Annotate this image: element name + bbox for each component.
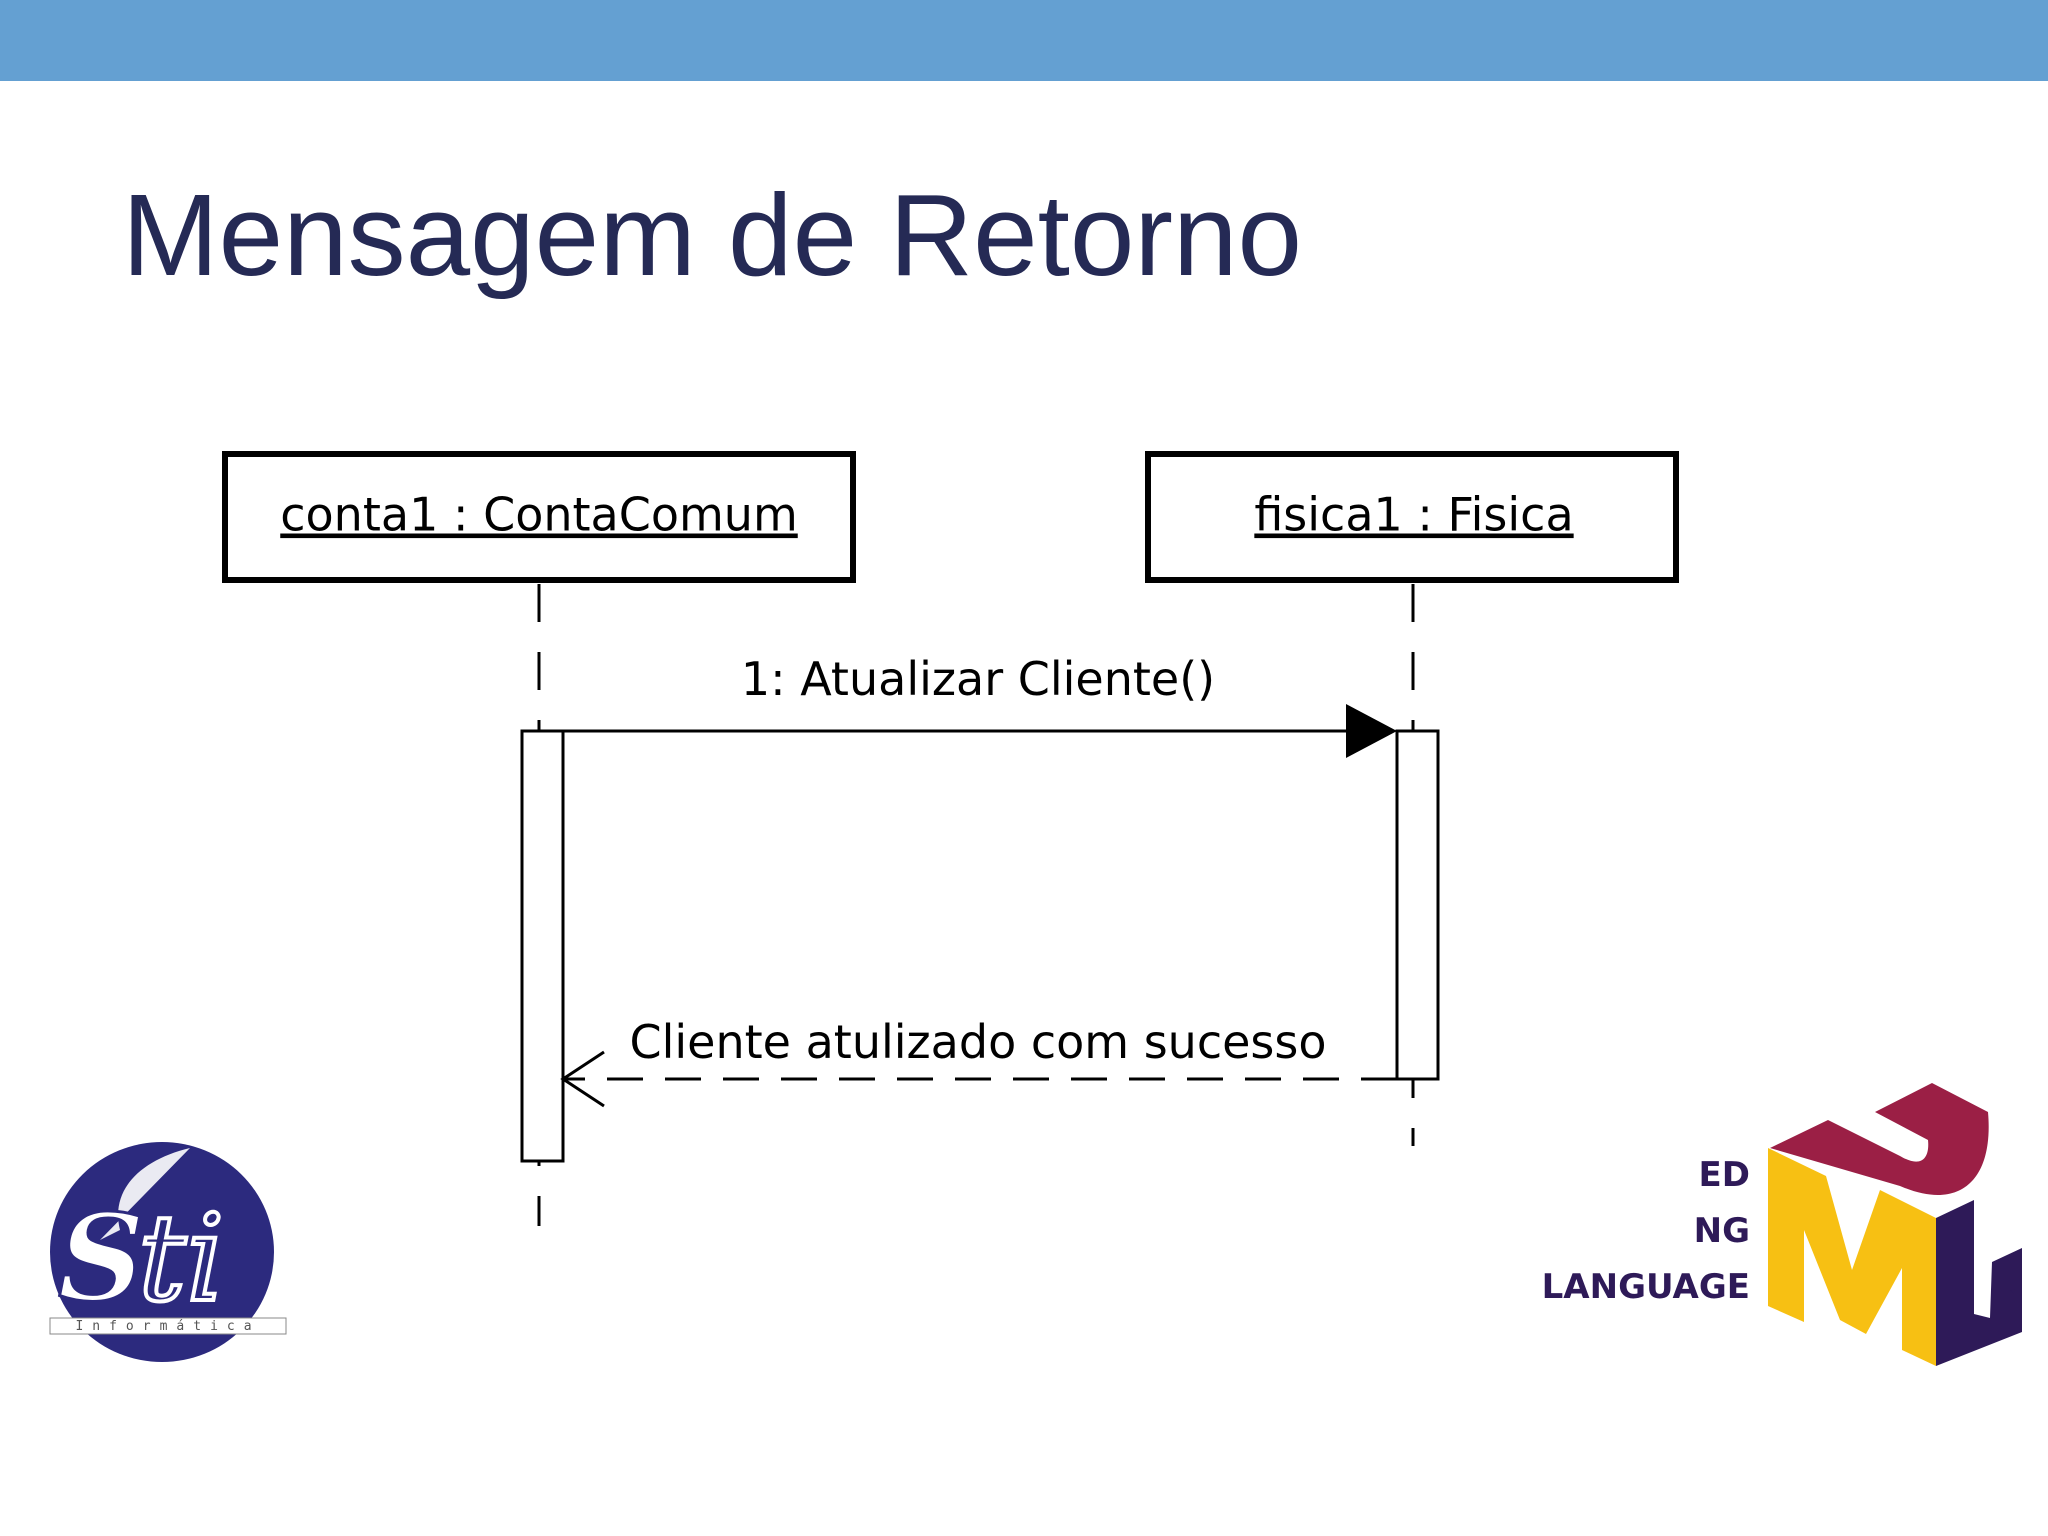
- top-bar: [0, 0, 2048, 81]
- message-call-label: 1: Atualizar Cliente(): [741, 652, 1215, 706]
- lifeline-conta1: conta1 : ContaComum: [222, 451, 856, 1226]
- lifeline-head-fisica1: [1145, 451, 1679, 583]
- activation-bar-fisica1: [1395, 729, 1440, 1081]
- uml-l-shape: [1936, 1200, 2022, 1366]
- svg-text:S: S: [58, 1188, 145, 1329]
- slide-title: Mensagem de Retorno: [122, 170, 1302, 300]
- activation-bar-conta1: [520, 729, 565, 1163]
- uml-trademark: TM: [1999, 1285, 2018, 1299]
- uml-u-shape: [1770, 1083, 1989, 1196]
- message-return-label: Cliente atulizado com sucesso: [630, 1015, 1327, 1069]
- open-arrowhead-icon: [560, 1050, 605, 1108]
- lifeline-head-conta1: [222, 451, 856, 583]
- lifeline-label-fisica1: fisica1 : Fisica: [1254, 488, 1573, 542]
- uml-text-line-2: NG: [1694, 1211, 1750, 1251]
- lifeline-fisica1: fisica1 : Fisica: [1145, 451, 1679, 1146]
- uml-text-line-3: LANGUAGE: [1542, 1267, 1750, 1307]
- message-return: Cliente atulizado com sucesso: [560, 1015, 1397, 1108]
- message-call: 1: Atualizar Cliente(): [563, 652, 1397, 758]
- uml-text-line-1: ED: [1699, 1155, 1750, 1195]
- si-informatica-logo: S ti Informática: [49, 1142, 287, 1362]
- svg-text:ti: ti: [138, 1190, 225, 1329]
- si-logo-globe-icon: [50, 1142, 274, 1362]
- si-logo-text: Informática: [75, 1319, 260, 1334]
- filled-arrowhead-icon: [1346, 704, 1397, 758]
- lifeline-label-conta1: conta1 : ContaComum: [280, 488, 798, 542]
- uml-m-shape: [1768, 1148, 1936, 1366]
- uml-logo: ED NG LANGUAGE TM: [1542, 1083, 2022, 1366]
